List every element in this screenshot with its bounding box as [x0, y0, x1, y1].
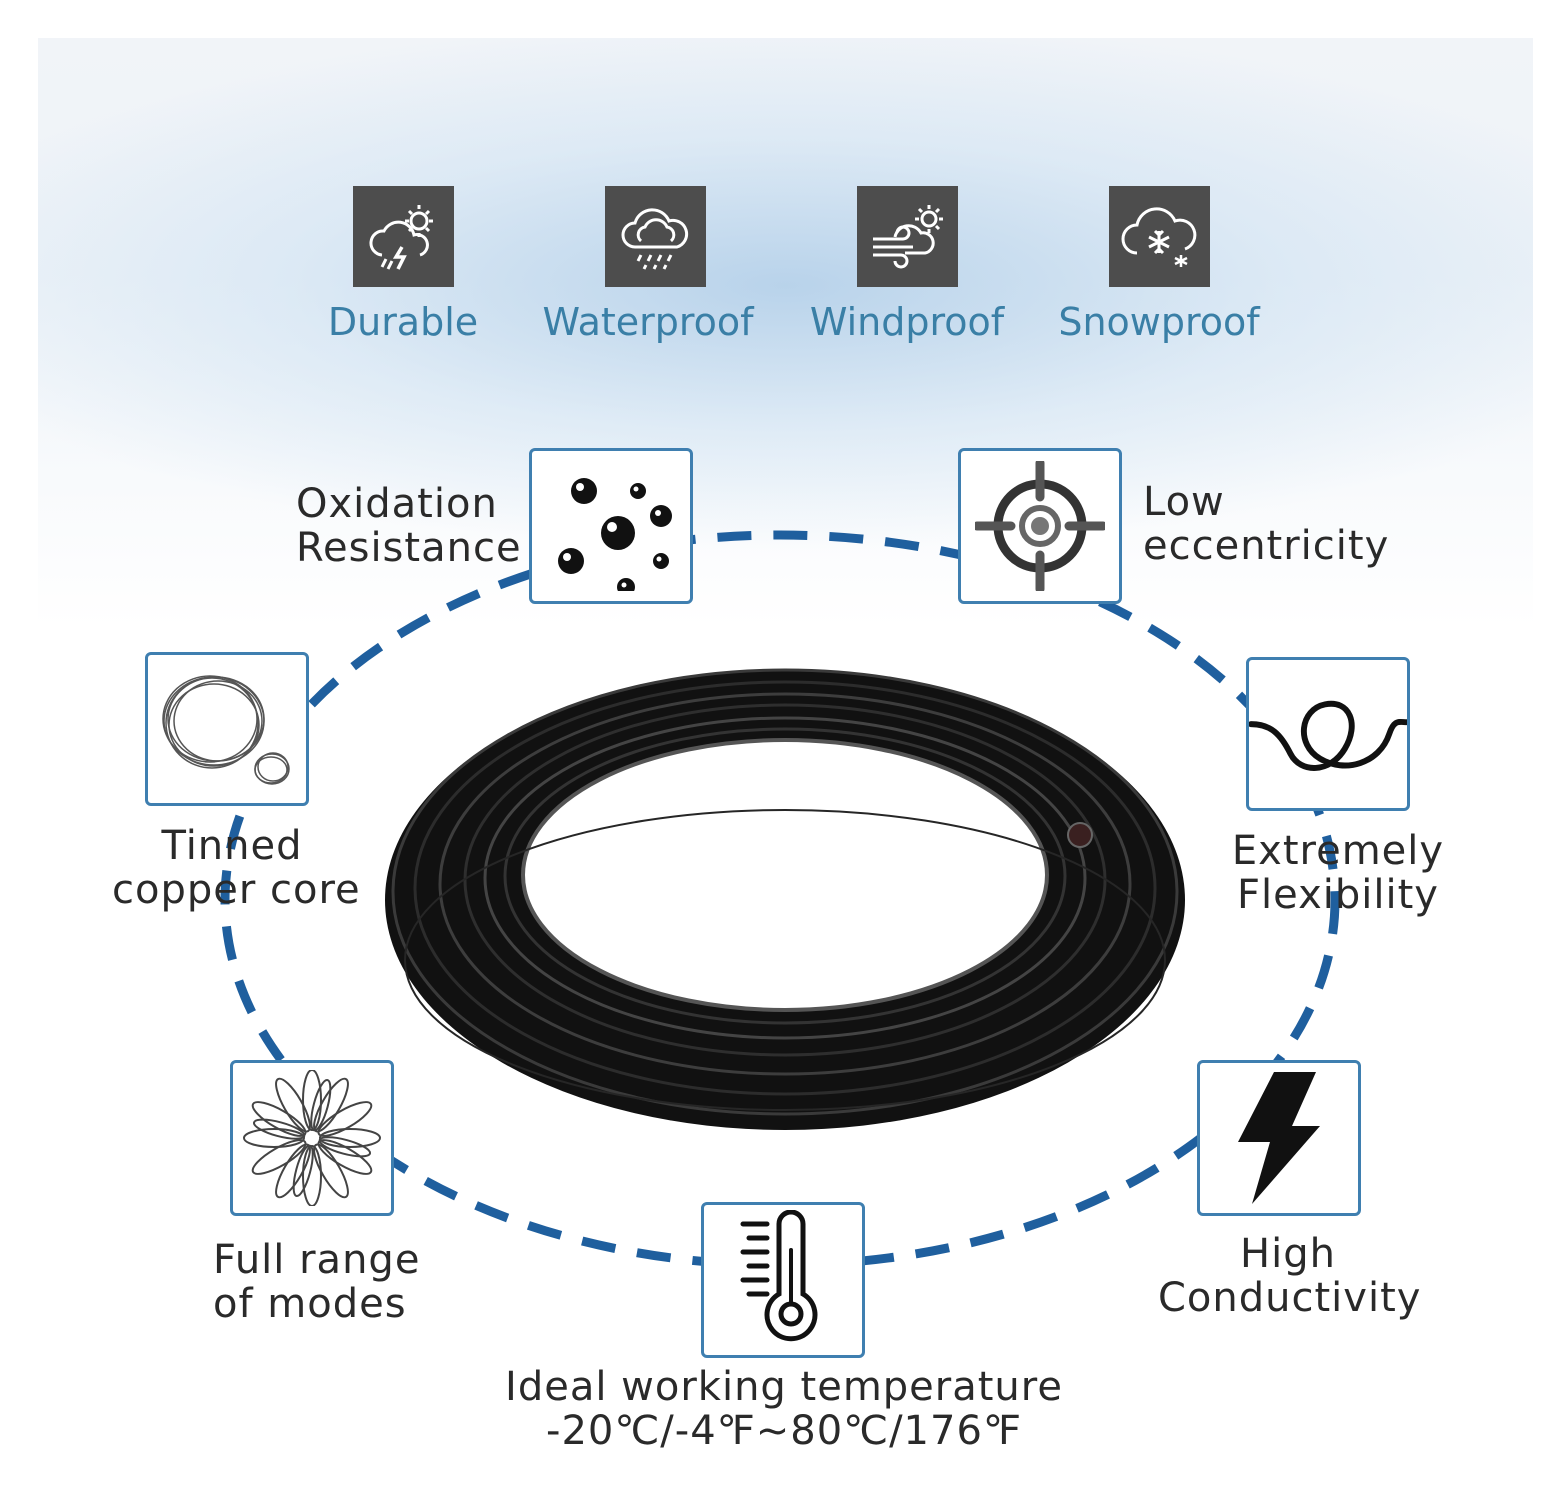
thermometer-icon	[701, 1202, 865, 1358]
target-icon	[958, 448, 1122, 604]
lightning-icon	[1197, 1060, 1361, 1216]
weather-label-waterproof: Waterproof	[542, 300, 754, 344]
feature-label-temperature: Ideal working temperature-20℃/-4℉~80℃/17…	[505, 1364, 1063, 1454]
wind-cloud-icon	[857, 186, 958, 287]
weather-label-durable: Durable	[327, 300, 479, 344]
rain-cloud-icon	[605, 186, 706, 287]
weather-label-snowproof: Snowproof	[1058, 300, 1260, 344]
sky-background	[38, 38, 1533, 628]
bubbles-icon	[529, 448, 693, 604]
wire-coil-icon	[145, 652, 309, 806]
snow-cloud-icon	[1109, 186, 1210, 287]
strands-icon	[230, 1060, 394, 1216]
cable-coil-image	[385, 668, 1185, 1130]
storm-sun-icon	[353, 186, 454, 287]
weather-label-windproof: Windproof	[809, 300, 1005, 344]
knot-icon	[1246, 657, 1410, 811]
